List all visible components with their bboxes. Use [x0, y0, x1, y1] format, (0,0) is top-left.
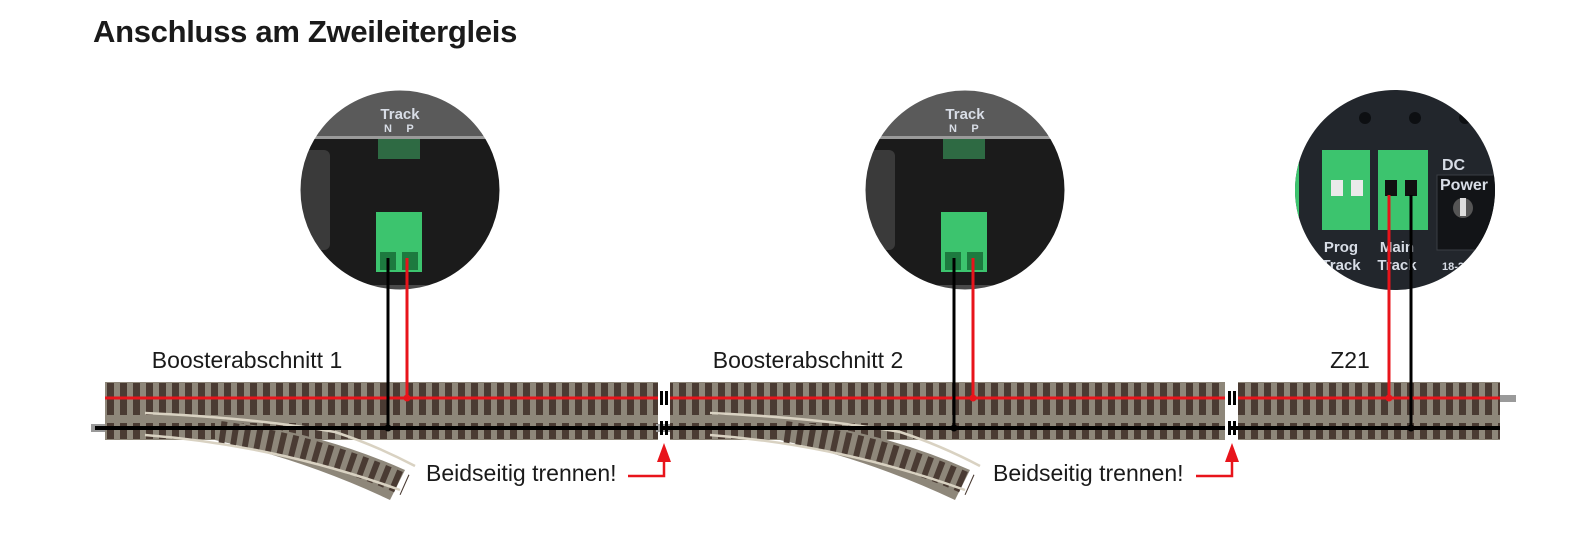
diverging-rail [144, 433, 401, 492]
track-section-1 [105, 382, 658, 440]
socket [943, 139, 985, 159]
prog-terminal [1351, 180, 1363, 196]
device2-pin-p: P [971, 123, 978, 135]
detail-circle [299, 89, 501, 291]
booster-device-2 [865, 90, 1065, 290]
device-edge [865, 285, 1065, 290]
separator-note-2: Beidseitig trennen! [993, 460, 1184, 486]
device1-header: Track [380, 106, 420, 123]
device1-pin-p: P [406, 123, 413, 135]
junction-dot [969, 394, 977, 402]
diagram-title: Anschluss am Zweileitergleis [93, 14, 518, 49]
arrow-head-icon [1225, 443, 1239, 462]
z21-voltage-label: 18-2 [1442, 261, 1464, 273]
isolation-mark-icon [1228, 391, 1231, 405]
z21-main-label: Main [1380, 239, 1414, 256]
vent [1359, 112, 1371, 124]
isolation-mark-icon [1228, 421, 1231, 435]
main-terminal [1385, 180, 1397, 196]
turnout [91, 411, 416, 500]
sleepers [105, 383, 658, 439]
section-label-2: Boosterabschnitt 2 [713, 347, 904, 373]
isolation-mark-icon [665, 391, 668, 405]
z21-main-track-label: Track [1377, 257, 1417, 274]
main-terminal [1405, 180, 1417, 196]
device-edge [300, 285, 500, 290]
turnout-sleepers [218, 421, 410, 496]
isolation-mark-icon [665, 421, 668, 435]
junction-dot [384, 424, 392, 432]
device1-pin-n: N [384, 123, 392, 135]
device2-header: Track [945, 106, 985, 123]
socket [378, 139, 420, 159]
track-section-2 [670, 382, 1225, 440]
section-label-z21: Z21 [1330, 347, 1370, 373]
isolation-mark-icon [1233, 421, 1236, 435]
diverging-rail [709, 411, 981, 468]
z21-prog-label: Prog [1324, 239, 1358, 256]
device-part [865, 150, 895, 250]
separator-note-1: Beidseitig trennen! [426, 460, 617, 486]
prog-terminal [1331, 180, 1343, 196]
z21-device [1295, 90, 1495, 290]
z21-dc-label: DC [1442, 157, 1466, 174]
z21-prog-track-label: Track [1321, 257, 1361, 274]
vent [1409, 112, 1421, 124]
track-section-z21 [1238, 382, 1500, 440]
sleepers [670, 383, 1225, 439]
isolation-mark-icon [660, 421, 663, 435]
isolation-mark-icon [660, 391, 663, 405]
z21-power-label: Power [1440, 177, 1488, 194]
power-jack-pin [1460, 198, 1466, 216]
terminal-p [967, 252, 983, 270]
vent [1459, 112, 1471, 124]
diverging-rail [709, 433, 966, 492]
junction-dot [1407, 424, 1415, 432]
junction-dot [403, 394, 411, 402]
vent [1309, 112, 1321, 124]
section-label-1: Boosterabschnitt 1 [152, 347, 343, 373]
rail-joiner [1500, 395, 1516, 402]
junction-dot [950, 424, 958, 432]
turnout-ballast [780, 420, 970, 500]
detail-circle [864, 89, 1066, 291]
terminal-block [1295, 150, 1299, 230]
terminal-p [402, 252, 418, 270]
device-part [300, 150, 330, 250]
turnout-sleepers [783, 421, 975, 496]
device-edge [300, 136, 500, 139]
sleepers [1238, 383, 1500, 439]
diverging-rail [144, 411, 416, 468]
turnout-ballast [215, 420, 405, 500]
device-edge [865, 136, 1065, 139]
device2-pin-n: N [949, 123, 957, 135]
arrow-head-icon [657, 443, 671, 462]
isolation-mark-icon [1233, 391, 1236, 405]
junction-dot [1385, 394, 1393, 402]
